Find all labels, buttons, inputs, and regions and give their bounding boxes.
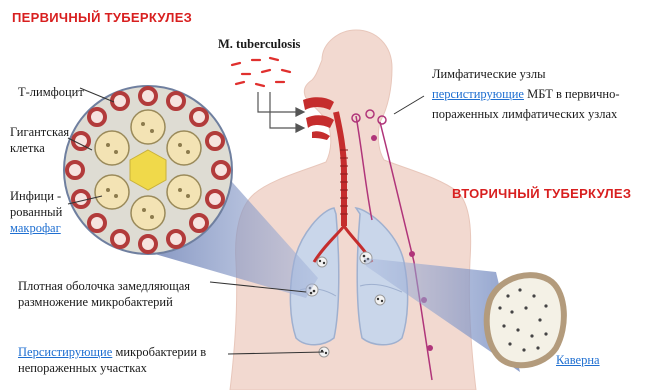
inhalation-arrows — [258, 92, 304, 132]
cavern — [487, 275, 564, 365]
lymph-nodes-line3: пораженных лимфатических узлах — [432, 106, 617, 122]
granuloma — [64, 86, 232, 254]
bacterium-label: M. tuberculosis — [218, 36, 300, 52]
primary-tb-title: ПЕРВИЧНЫЙ ТУБЕРКУЛЕЗ — [12, 10, 192, 25]
infected-macrophage-line2: рованный — [10, 204, 62, 220]
infected-macrophage-line1: Инфици - — [10, 188, 61, 204]
persistent-link-top[interactable]: персистирующие — [432, 87, 524, 101]
lymph-nodes-line2: персистирующие МБТ в первично- — [432, 86, 619, 102]
giant-cell-label-line1: Гигантская — [10, 124, 69, 140]
macrophage-link[interactable]: макрофаг — [10, 220, 61, 236]
persistent-link-bottom[interactable]: Персистирующие — [18, 345, 112, 359]
giant-cell-label-line2: клетка — [10, 140, 45, 156]
lymph-nodes-line2-rest: МБТ в первично- — [524, 87, 620, 101]
persistent-bacteria-line2: непораженных участках — [18, 360, 147, 376]
capsule-label-line1: Плотная оболочка замедляющая — [18, 278, 190, 294]
capsule-label-line2: размножение микробактерий — [18, 294, 173, 310]
cavern-link[interactable]: Каверна — [556, 352, 600, 368]
persistent-bacteria-line1: Персистирующие микробактерии в — [18, 344, 206, 360]
persistent-bacteria-rest: микробактерии в — [112, 345, 206, 359]
lymph-nodes-line1: Лимфатические узлы — [432, 66, 546, 82]
bacteria — [232, 58, 290, 86]
secondary-tb-title: ВТОРИЧНЫЙ ТУБЕРКУЛЕЗ — [452, 186, 631, 201]
human-silhouette — [230, 30, 476, 390]
t-lymphocyte-label: Т-лимфоцит — [18, 84, 84, 100]
